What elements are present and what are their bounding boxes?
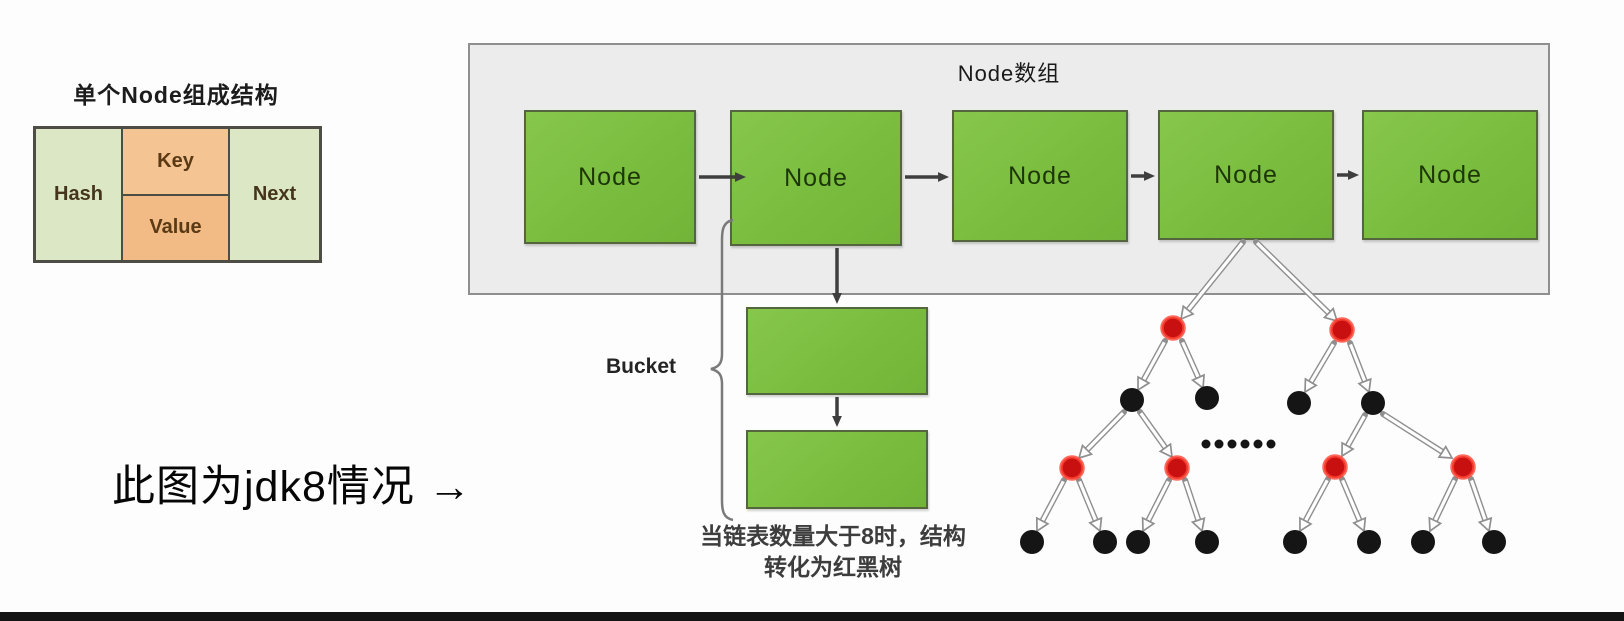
tree-edge-7 <box>1036 477 1067 530</box>
array-node-3: Node <box>952 110 1128 242</box>
tree-edge-head-10 <box>1190 516 1206 533</box>
jdk8-caption: 此图为jdk8情况 → <box>112 463 472 511</box>
tree-edge-head-16 <box>1352 516 1367 533</box>
tree-node-red-8 <box>1164 455 1190 481</box>
bucket-box-2 <box>746 430 928 509</box>
tree-edge-core-7 <box>1041 480 1065 522</box>
ellipsis-dot-2 <box>1214 439 1224 449</box>
tree-edge-head-2 <box>1322 306 1339 323</box>
tree-node-red-7 <box>1059 455 1085 481</box>
tree-edge-head-1 <box>1179 304 1195 321</box>
tree-node-black-12 <box>1093 530 1117 554</box>
tree-edge-head-7 <box>1035 516 1050 533</box>
tree-edge-13 <box>1341 412 1368 455</box>
tree-edge-core-16 <box>1341 479 1361 521</box>
tree-edge-3 <box>1137 338 1168 389</box>
tree-edge-head-12 <box>1357 377 1372 394</box>
node-array-title: Node数组 <box>957 61 1061 86</box>
ellipsis-dot-6 <box>1266 439 1276 449</box>
array-node-2: Node <box>730 110 902 246</box>
ellipsis-dot-3 <box>1227 439 1237 449</box>
key-value-column: Key Value <box>123 129 230 260</box>
tree-edge-core-4 <box>1181 341 1200 378</box>
array-node-4: Node <box>1158 110 1334 240</box>
tree-edge-11 <box>1304 340 1337 391</box>
tree-node-black-17 <box>1411 530 1435 554</box>
tree-edge-8 <box>1076 477 1102 530</box>
tree-node-black-3 <box>1120 388 1144 412</box>
node-structure-box: Hash Key Value Next <box>33 126 322 263</box>
tree-edge-head-18 <box>1477 516 1493 533</box>
tree-edge-head-13 <box>1341 441 1355 458</box>
single-node-structure-title: 单个Node组成结构 <box>73 82 279 108</box>
tree-edge-head-11 <box>1304 377 1318 394</box>
ellipsis-dot-5 <box>1253 439 1263 449</box>
tree-edge-9 <box>1142 477 1172 530</box>
tree-edge-head-9 <box>1141 516 1156 533</box>
tree-edge-core-10 <box>1183 480 1200 521</box>
tree-edge-head-6 <box>1158 442 1174 459</box>
bucket-box-1 <box>746 307 928 395</box>
tree-node-red-2 <box>1329 317 1355 343</box>
tree-edge-15 <box>1299 476 1331 530</box>
tree-edge-core-8 <box>1078 480 1097 521</box>
tree-edge-12 <box>1347 340 1371 391</box>
tree-node-black-4 <box>1195 386 1219 410</box>
tree-edge-core-11 <box>1309 343 1335 383</box>
tree-node-black-6 <box>1361 391 1385 415</box>
tree-node-red-10 <box>1450 454 1476 480</box>
array-node-5: Node <box>1362 110 1538 240</box>
solid-arrow-head-6 <box>832 416 842 427</box>
tree-edge-core-5 <box>1086 411 1125 451</box>
tree-edge-head-8 <box>1088 516 1103 533</box>
tree-edge-head-3 <box>1137 375 1151 392</box>
tree-edge-head-5 <box>1077 443 1094 460</box>
tree-edge-core-15 <box>1304 479 1329 522</box>
hash-cell: Hash <box>36 129 123 260</box>
tree-node-black-14 <box>1195 530 1219 554</box>
next-cell: Next <box>230 129 319 260</box>
tree-edge-head-15 <box>1299 516 1313 533</box>
ellipsis-dot-4 <box>1240 439 1250 449</box>
treeify-caption-line2: 转化为红黑树 <box>764 554 902 580</box>
tree-node-black-11 <box>1020 530 1044 554</box>
key-cell: Key <box>123 129 228 196</box>
tree-edge-head-4 <box>1191 373 1205 390</box>
value-cell: Value <box>123 195 228 260</box>
tree-node-red-9 <box>1322 454 1348 480</box>
tree-edge-core-9 <box>1147 480 1170 522</box>
tree-edge-core-14 <box>1383 413 1443 453</box>
tree-edge-core-6 <box>1139 412 1167 449</box>
tree-edge-core-13 <box>1346 415 1366 447</box>
tree-edge-4 <box>1179 338 1204 387</box>
tree-edge-10 <box>1182 477 1204 530</box>
tree-node-black-13 <box>1126 530 1150 554</box>
footer-bar <box>0 612 1624 621</box>
tree-edge-head-14 <box>1437 444 1454 459</box>
tree-edge-core-17 <box>1433 479 1456 521</box>
tree-edge-5 <box>1079 409 1127 458</box>
tree-node-black-16 <box>1357 530 1381 554</box>
treeify-caption-line1: 当链表数量大于8时，结构 <box>700 523 966 549</box>
tree-node-black-18 <box>1482 530 1506 554</box>
tree-node-red-1 <box>1160 315 1186 341</box>
treeify-caption: 当链表数量大于8时，结构 转化为红黑树 <box>668 521 998 583</box>
ellipsis-dot-1 <box>1201 439 1211 449</box>
tree-edge-core-12 <box>1349 343 1367 382</box>
array-node-1: Node <box>524 110 696 244</box>
tree-edge-head-17 <box>1428 516 1443 533</box>
tree-edge-14 <box>1380 411 1451 459</box>
tree-edge-core-3 <box>1142 341 1166 381</box>
tree-edge-6 <box>1137 409 1173 456</box>
tree-edge-core-18 <box>1469 479 1487 521</box>
tree-edge-16 <box>1339 476 1366 530</box>
tree-node-black-15 <box>1283 530 1307 554</box>
tree-edge-18 <box>1468 476 1491 530</box>
tree-edge-17 <box>1429 476 1458 530</box>
tree-node-black-5 <box>1287 391 1311 415</box>
bucket-label: Bucket <box>605 355 677 378</box>
